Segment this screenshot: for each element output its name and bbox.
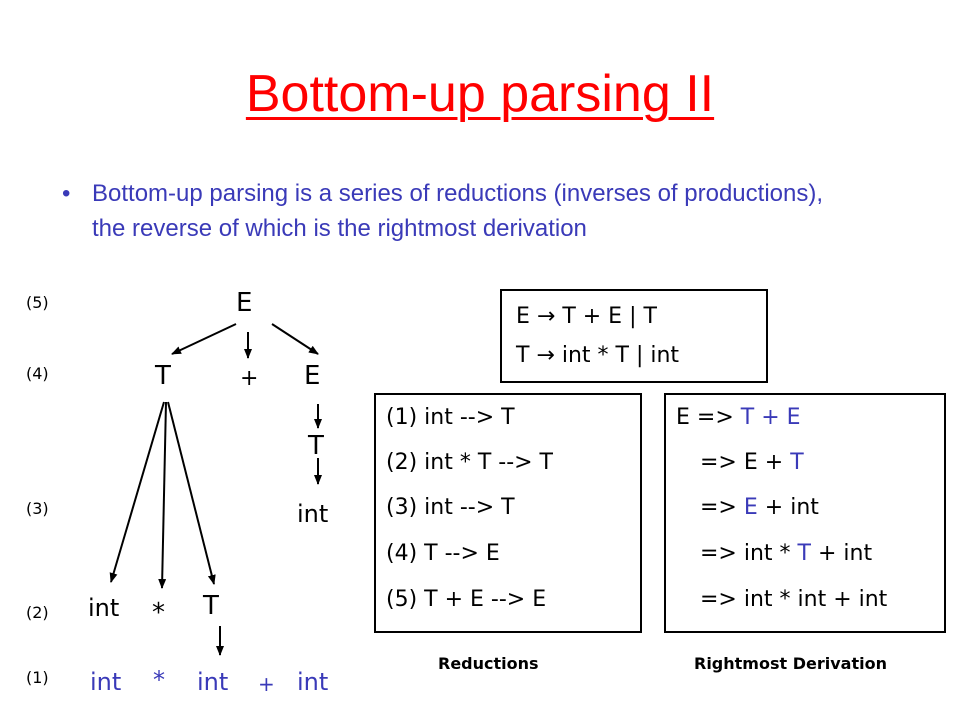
derivation-step: => E + T <box>700 450 804 475</box>
leaf-star: * <box>153 666 165 694</box>
derivation-box: E => T + E => E + T => E + int => int * … <box>664 393 946 633</box>
grammar-rule-t: T → int * T | int <box>516 343 680 368</box>
tree-node-right-int: int <box>297 500 329 528</box>
derivation-step: => E + int <box>700 495 819 520</box>
tree-node-int: int <box>88 594 120 622</box>
reductions-caption: Reductions <box>438 654 539 673</box>
reduction-step: (2) int * T --> T <box>386 450 553 475</box>
leaf-int-3: int <box>297 668 329 696</box>
reduction-step: (4) T --> E <box>386 541 500 566</box>
edge-t-star <box>158 401 167 589</box>
edge-t-int <box>109 401 165 583</box>
tree-node-right-t: T <box>308 431 324 461</box>
tree-node-root-e: E <box>236 288 253 318</box>
reduction-step: (3) int --> T <box>386 495 515 520</box>
grammar-box: E → T + E | T T → int * T | int <box>500 289 768 383</box>
reductions-box: (1) int --> T (2) int * T --> T (3) int … <box>374 393 642 633</box>
tree-node-star: * <box>152 598 165 628</box>
tree-node-inner-t: T <box>203 591 219 621</box>
derivation-step: => int * T + int <box>700 541 873 566</box>
edge-t-t <box>167 401 216 585</box>
edge-e-t <box>171 323 237 355</box>
slide-title: Bottom-up parsing II <box>245 65 715 123</box>
tree-node-plus: + <box>240 366 259 391</box>
bullet-marker: • <box>62 180 71 207</box>
tree-node-e: E <box>304 361 321 391</box>
grammar-rule-e: E → T + E | T <box>516 304 657 329</box>
level-label-4: (4) <box>26 364 49 383</box>
derivation-step: E => T + E <box>676 405 801 430</box>
bullet-text: Bottom-up parsing is a series of reducti… <box>92 180 824 242</box>
level-label-5: (5) <box>26 293 49 312</box>
derivation-step: => int * int + int <box>700 587 888 612</box>
tree-node-t: T <box>155 361 171 391</box>
level-label-1: (1) <box>26 668 49 687</box>
leaf-int-2: int <box>197 668 229 696</box>
edge-e-e <box>271 323 319 355</box>
level-label-2: (2) <box>26 603 49 622</box>
leaf-int-1: int <box>90 668 122 696</box>
derivation-caption: Rightmost Derivation <box>694 654 887 673</box>
level-label-3: (3) <box>26 499 49 518</box>
reduction-step: (1) int --> T <box>386 405 515 430</box>
leaf-plus: + <box>258 672 275 696</box>
reduction-step: (5) T + E --> E <box>386 587 547 612</box>
